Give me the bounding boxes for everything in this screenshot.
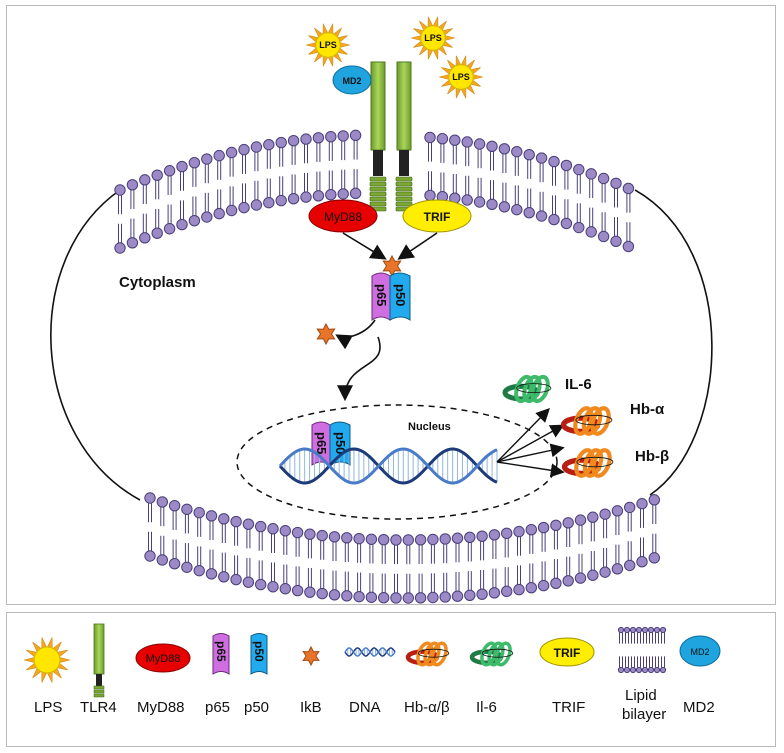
lps-molecules: LPS LPS LPS xyxy=(306,16,483,99)
legend-il6-icon xyxy=(469,641,514,667)
ikb-released xyxy=(316,322,336,346)
nucleus xyxy=(236,404,558,520)
tlr4-receptor xyxy=(369,61,413,212)
md2-protein: MD2 xyxy=(332,65,372,95)
legend-lipid-label-1: Lipid xyxy=(625,687,657,704)
legend-p65-symbol: p65 xyxy=(214,641,228,662)
lipid-bilayer-bottom xyxy=(144,492,660,604)
legend-ikb-label: IkB xyxy=(300,699,322,716)
legend-frame xyxy=(6,612,776,747)
legend-tlr4-icon xyxy=(93,623,105,698)
hb-beta-protein xyxy=(561,448,614,478)
il6-protein xyxy=(502,374,552,404)
legend-myd88-symbol: MyD88 xyxy=(146,653,181,665)
legend-ikb-icon xyxy=(302,645,320,667)
svg-text:LPS: LPS xyxy=(424,33,442,43)
diagram-frame xyxy=(6,5,776,605)
dna-helix xyxy=(278,447,498,485)
legend-p50-icon: p50 xyxy=(250,633,268,675)
legend-md2-icon: MD2 xyxy=(679,635,721,667)
nucleus-label: Nucleus xyxy=(408,421,451,433)
legend-dna-icon xyxy=(344,647,396,657)
trif-label: TRIF xyxy=(424,210,451,224)
p50-label-nucleus: p50 xyxy=(333,432,348,454)
legend-tlr4-label: TLR4 xyxy=(80,699,117,716)
legend-lipid-label-2: bilayer xyxy=(622,706,666,723)
trif-adapter: TRIF xyxy=(402,199,472,233)
myd88-adapter: MyD88 xyxy=(308,199,378,233)
legend-myd88-icon: MyD88 xyxy=(135,643,191,673)
legend-md2-label: MD2 xyxy=(683,699,715,716)
md2-label: MD2 xyxy=(342,76,361,86)
nfkb-complex-cytoplasm: p65 p50 xyxy=(371,272,411,321)
legend-lps-icon xyxy=(23,637,71,683)
legend-dna-label: DNA xyxy=(349,699,381,716)
il6-label: IL-6 xyxy=(565,376,592,393)
p65-label-nucleus: p65 xyxy=(314,432,329,454)
legend-hb-icon xyxy=(405,641,450,667)
p65-label: p65 xyxy=(374,284,389,306)
legend-myd88-label: MyD88 xyxy=(137,699,185,716)
p50-label: p50 xyxy=(393,284,408,306)
legend-trif-symbol: TRIF xyxy=(554,646,581,660)
legend-p50-symbol: p50 xyxy=(252,641,266,662)
legend-il6-label: Il-6 xyxy=(476,699,497,716)
legend-p65-icon: p65 xyxy=(212,633,230,675)
legend-p65-label: p65 xyxy=(205,699,230,716)
legend-trif-label: TRIF xyxy=(552,699,585,716)
hb-alpha-protein xyxy=(560,406,613,436)
lipid-bilayer-top xyxy=(114,129,635,254)
legend-p50-label: p50 xyxy=(244,699,269,716)
hb-beta-label: Hb-β xyxy=(635,448,669,465)
legend-lipid-bilayer-icon xyxy=(617,626,667,674)
svg-text:LPS: LPS xyxy=(319,40,337,50)
legend-trif-icon: TRIF xyxy=(539,637,595,667)
hb-alpha-label: Hb-α xyxy=(630,401,665,418)
myd88-label: MyD88 xyxy=(324,210,362,224)
legend-md2-symbol: MD2 xyxy=(690,647,709,657)
svg-text:LPS: LPS xyxy=(452,72,470,82)
cytoplasm-label: Cytoplasm xyxy=(119,274,196,291)
legend-hb-label: Hb-α/β xyxy=(404,699,450,716)
legend-lps-label: LPS xyxy=(34,699,62,716)
cell-outline xyxy=(50,189,713,501)
